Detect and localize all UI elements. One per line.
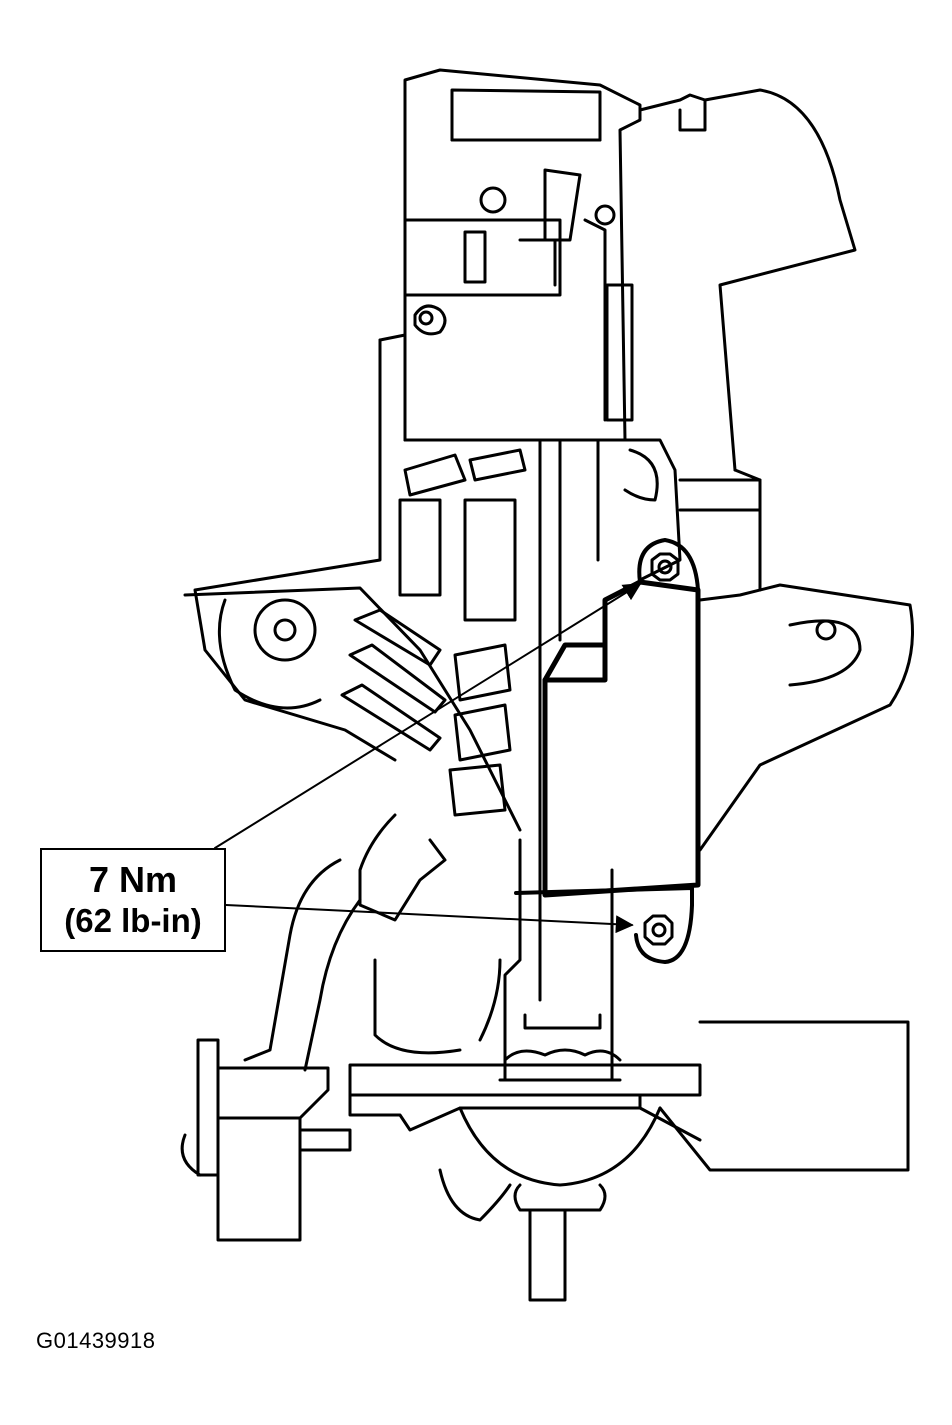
figure-id-label: G01439918 [36,1328,156,1353]
right-mount-bracket [698,583,914,852]
bolt-icon [650,552,680,582]
torque-callout: 7 Nm (62 lb-in) [40,848,226,952]
torque-imperial-label: (62 lb-in) [64,902,202,939]
column-upper-body [193,333,682,1002]
upper-switch-housing [403,68,642,442]
wiring-harness [243,813,502,1072]
torque-metric-label: 7 Nm [88,859,178,900]
left-mount-bracket [183,586,522,832]
bolt-icon [643,914,674,946]
upper-bolt [637,538,700,592]
electrical-connector [180,1038,352,1242]
right-shroud [638,88,857,592]
column-lower-body [348,838,910,1302]
electronic-module [514,579,701,907]
leader-line-lower [225,904,634,934]
leader-line-upper [214,583,642,849]
lower-bolt [634,903,694,964]
